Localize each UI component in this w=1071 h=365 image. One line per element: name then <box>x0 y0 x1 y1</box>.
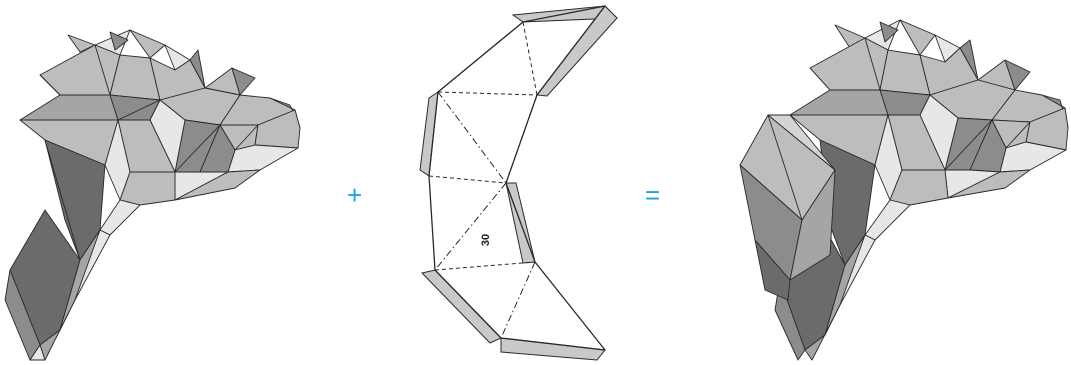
net-part-number: 30 <box>480 234 492 246</box>
plus-operator: + <box>347 182 362 208</box>
equals-operator: = <box>645 182 660 208</box>
lowpoly-head-model <box>0 0 320 365</box>
paper-net-part: 30 <box>405 0 625 365</box>
assembled-head-model <box>730 0 1071 365</box>
